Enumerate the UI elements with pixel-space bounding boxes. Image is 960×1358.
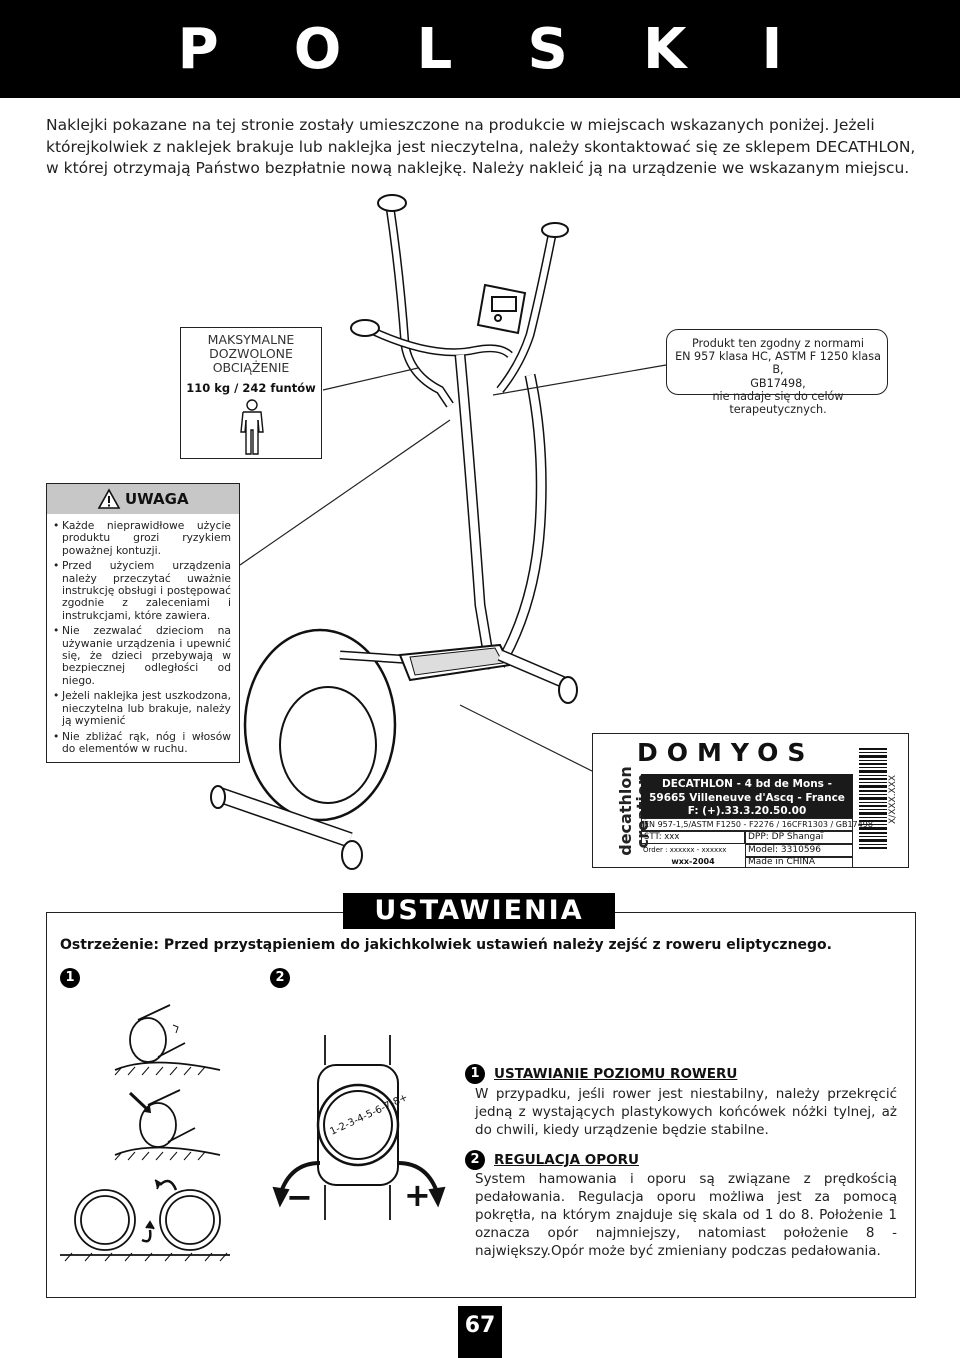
warning-list: Każde nieprawidłowe użycie produktu groz… xyxy=(53,519,231,758)
person-icon xyxy=(240,399,264,455)
warning-title: UWAGA xyxy=(125,490,189,508)
settings-title-bar xyxy=(343,893,615,929)
figure-1-number: 1 xyxy=(60,968,80,988)
barcode-text: X/XXX.XXX xyxy=(888,774,898,824)
section-1-number: 1 xyxy=(465,1064,485,1084)
standards-text: Produkt ten zgodny z normami EN 957 klas… xyxy=(671,337,885,416)
max-load-title-line: DOZWOLONE xyxy=(209,346,293,361)
standards-line: nie nadaje się do celów terapeutycznych. xyxy=(712,389,844,417)
title-letter: L xyxy=(416,16,453,82)
plus-icon: + xyxy=(404,1176,431,1214)
max-load-title: MAKSYMALNE DOZWOLONE OBCIĄŻENIE xyxy=(181,333,321,375)
warning-item: Jeżeli naklejka jest uszkodzona, nieczyt… xyxy=(53,690,231,727)
warning-triangle-icon xyxy=(97,488,121,509)
section-1-text: W przypadku, jeśli rower jest niestabiln… xyxy=(475,1086,897,1138)
warning-item: Nie zezwalać dzieciom na używanie urządz… xyxy=(53,625,231,687)
product-id-label: decathlon creation DOMYOS DECATHLON - 4 … xyxy=(592,733,909,868)
made-in-field: Made in CHINA xyxy=(745,857,853,868)
max-load-label: MAKSYMALNE DOZWOLONE OBCIĄŻENIE 110 kg /… xyxy=(180,327,322,459)
page-number: 67 xyxy=(464,1313,496,1338)
figure-2-number: 2 xyxy=(270,968,290,988)
leveling-foot-illustration xyxy=(60,1004,230,1262)
domyos-logo: DOMYOS xyxy=(637,738,815,767)
warning-item: Nie zbliżać rąk, nóg i włosów do element… xyxy=(53,730,231,756)
norm-line: EN 957-1,5/ASTM F1250 - F2276 / 16CFR130… xyxy=(641,818,873,831)
section-1-heading: USTAWIANIE POZIOMU ROWERU xyxy=(494,1066,738,1082)
standards-line: GB17498, xyxy=(750,376,806,390)
title-letter: O xyxy=(293,16,342,82)
dpp-field: DPP: DP Shangaï xyxy=(745,831,853,844)
title-letter: K xyxy=(642,16,687,82)
address-line: 59665 Villeneuve d'Ascq - France xyxy=(649,791,845,804)
title-letter: I xyxy=(761,16,783,82)
warning-header: UWAGA xyxy=(47,484,239,514)
title-letter: P xyxy=(177,16,219,82)
stt-field: STT: xxx xyxy=(641,831,745,844)
order-field: Order : xxxxxx - xxxxxx xyxy=(643,846,727,854)
elliptical-trainer-drawing xyxy=(210,194,578,870)
max-load-title-line: OBCIĄŻENIE xyxy=(212,360,290,375)
section-2-heading: REGULACJA OPORU xyxy=(494,1152,639,1168)
brand-line: decathlon xyxy=(616,766,635,856)
address-line: F: (+).33.3.20.50.00 xyxy=(687,805,807,817)
page-title: P O L S K I xyxy=(0,0,960,98)
wxx-field: wxx-2004 xyxy=(671,857,715,866)
barcode-icon xyxy=(859,748,887,849)
model-field: Model: 3310596 xyxy=(745,844,853,857)
warning-item: Każde nieprawidłowe użycie produktu groz… xyxy=(53,519,231,557)
warning-label: UWAGA Każde nieprawidłowe użycie produkt… xyxy=(46,483,240,763)
settings-title: USTAWIENIA xyxy=(374,895,584,926)
settings-warning: Ostrzeżenie: Przed przystąpieniem do jak… xyxy=(60,937,832,953)
address-block: DECATHLON - 4 bd de Mons - 59665 Villene… xyxy=(641,774,853,818)
standards-line: Produkt ten zgodny z normami xyxy=(692,337,864,350)
header-bar xyxy=(0,0,960,98)
minus-icon: − xyxy=(286,1178,313,1216)
standards-label: Produkt ten zgodny z normami EN 957 klas… xyxy=(666,329,888,416)
title-letter: S xyxy=(527,16,568,82)
resistance-knob-illustration: 1-2-3-4-5-6-7-8+ xyxy=(272,1035,446,1220)
intro-paragraph: Naklejki pokazane na tej stronie zostały… xyxy=(46,116,916,177)
max-load-value: 110 kg / 242 funtów xyxy=(186,381,316,395)
section-2-number: 2 xyxy=(465,1150,485,1170)
address-line: DECATHLON - 4 bd de Mons - xyxy=(662,778,832,790)
warning-item: Przed użyciem urządzenia należy przeczyt… xyxy=(53,560,231,622)
max-load-title-line: MAKSYMALNE xyxy=(207,332,295,347)
page-number-tab xyxy=(458,1306,502,1358)
section-2-text: System hamowania i oporu są związane z p… xyxy=(475,1171,897,1259)
standards-line: EN 957 klasa HC, ASTM F 1250 klasa B, xyxy=(675,350,881,377)
